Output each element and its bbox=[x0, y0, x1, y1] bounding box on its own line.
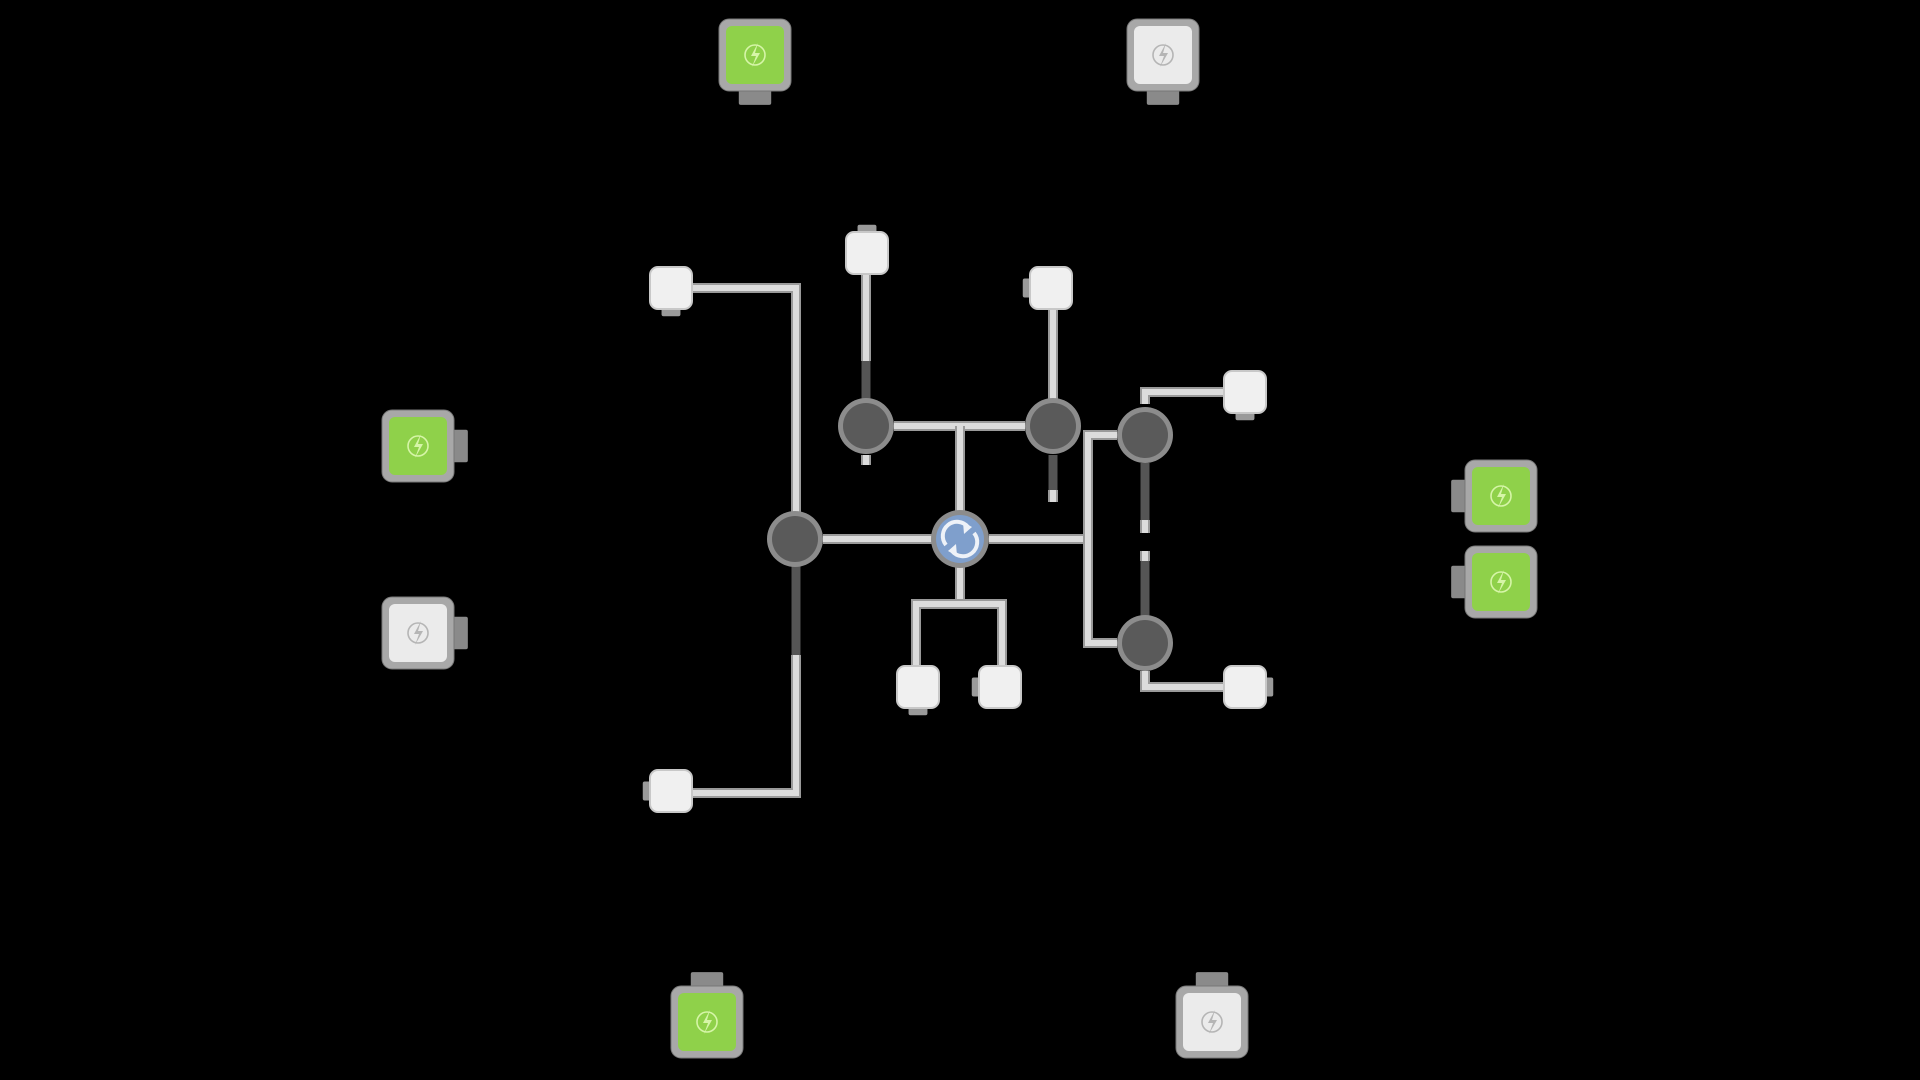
power-source[interactable] bbox=[931, 510, 989, 568]
connector-tab-icon bbox=[690, 972, 724, 988]
hub-node[interactable] bbox=[1117, 615, 1173, 671]
hub-nodes bbox=[767, 398, 1173, 671]
battery-left-upper[interactable] bbox=[381, 409, 468, 483]
socket[interactable] bbox=[1223, 665, 1274, 709]
connector-tab-icon bbox=[738, 89, 772, 105]
pipe-segment[interactable] bbox=[692, 655, 801, 798]
connector-tab-icon bbox=[1451, 565, 1467, 599]
connector-tab-icon bbox=[1195, 972, 1229, 988]
lightning-icon bbox=[407, 621, 429, 645]
pipe-segment[interactable] bbox=[1140, 671, 1224, 692]
hub-node[interactable] bbox=[767, 511, 823, 567]
socket[interactable] bbox=[649, 266, 693, 317]
socket[interactable] bbox=[1223, 370, 1267, 421]
connector-tab-icon bbox=[1146, 89, 1180, 105]
connector-tab-icon bbox=[452, 616, 468, 650]
battery-bottom-right[interactable] bbox=[1175, 972, 1249, 1059]
socket[interactable] bbox=[642, 769, 693, 813]
socket[interactable] bbox=[971, 665, 1022, 709]
connector-tab-icon bbox=[1451, 479, 1467, 513]
lightning-icon bbox=[1490, 570, 1512, 594]
pipe-network bbox=[692, 274, 1224, 798]
pipe-segment[interactable] bbox=[692, 283, 801, 512]
socket[interactable] bbox=[896, 665, 940, 716]
pipe-segment[interactable] bbox=[1083, 430, 1117, 648]
lightning-icon bbox=[407, 434, 429, 458]
pipe-segment[interactable] bbox=[1140, 387, 1224, 404]
hub-node[interactable] bbox=[838, 398, 894, 454]
lightning-icon bbox=[1490, 484, 1512, 508]
battery-left-lower[interactable] bbox=[381, 596, 468, 670]
battery-top-right[interactable] bbox=[1126, 18, 1200, 105]
batteries bbox=[381, 18, 1538, 1059]
battery-bottom-left[interactable] bbox=[670, 972, 744, 1059]
connector-tab-icon bbox=[452, 429, 468, 463]
refresh-arrows-icon bbox=[940, 519, 980, 559]
battery-right-lower[interactable] bbox=[1451, 545, 1538, 619]
lightning-icon bbox=[744, 43, 766, 67]
sockets bbox=[642, 224, 1274, 813]
socket[interactable] bbox=[845, 224, 889, 275]
lightning-icon bbox=[1201, 1010, 1223, 1034]
battery-right-upper[interactable] bbox=[1451, 459, 1538, 533]
hub-node[interactable] bbox=[1025, 398, 1081, 454]
socket[interactable] bbox=[1022, 266, 1073, 310]
lightning-icon bbox=[1152, 43, 1174, 67]
battery-top-left[interactable] bbox=[718, 18, 792, 105]
pipe-segment[interactable] bbox=[911, 599, 1007, 667]
lightning-icon bbox=[696, 1010, 718, 1034]
hub-node[interactable] bbox=[1117, 407, 1173, 463]
